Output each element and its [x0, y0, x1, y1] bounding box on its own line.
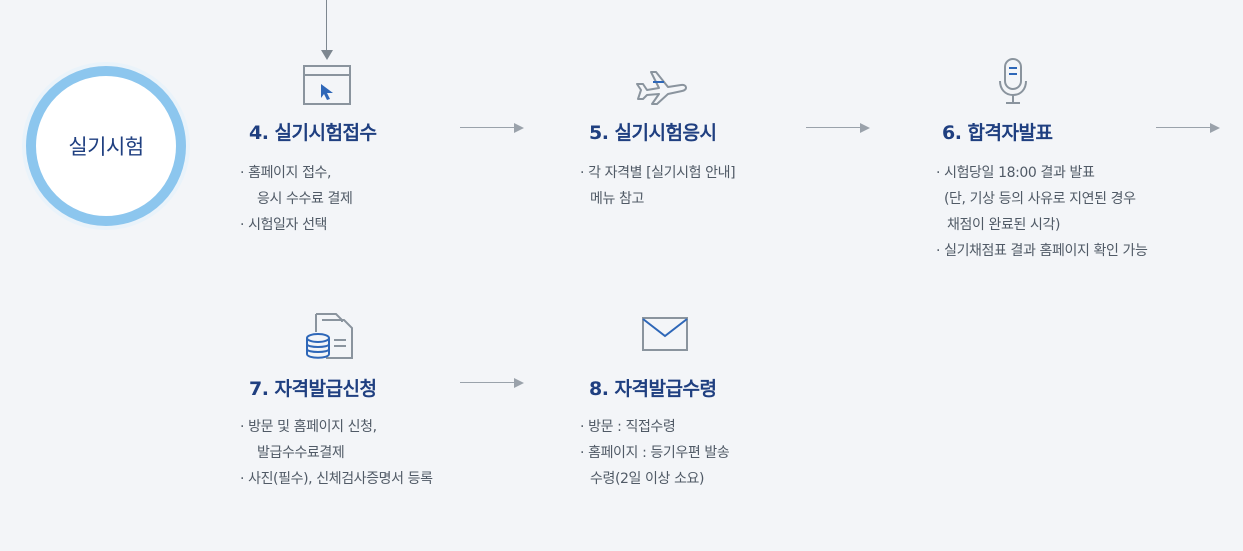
step-6-title: 6. 합격자발표: [942, 122, 1053, 144]
step-7-desc-line-1: · 방문 및 홈페이지 신청,: [240, 419, 377, 435]
calendar-pointer-icon: [303, 65, 351, 105]
incoming-connector-line: [326, 0, 327, 54]
arrow-5-to-6: [806, 122, 870, 134]
step-8-desc-line-2: · 홈페이지 : 등기우편 발송: [580, 445, 730, 461]
envelope-icon: [642, 317, 688, 351]
arrow-7-to-8: [460, 377, 524, 389]
step-7-description: · 방문 및 홈페이지 신청, 발급수수료결제 · 사진(필수), 신체검사증명…: [240, 414, 433, 492]
step-5-desc-line-2: 메뉴 참고: [590, 191, 644, 207]
step-4-description: · 홈페이지 접수, 응시 수수료 결제 · 시험일자 선택: [240, 160, 353, 238]
step-8-description: · 방문 : 직접수령 · 홈페이지 : 등기우편 발송 수령(2일 이상 소요…: [580, 414, 730, 492]
stage-circle: 실기시험: [26, 66, 186, 226]
step-5-desc-line-1: · 각 자격별 [실기시험 안내]: [580, 165, 736, 181]
airplane-icon: [636, 71, 687, 105]
step-8-desc-line-1: · 방문 : 직접수령: [580, 419, 676, 435]
step-4-desc-line-1: · 홈페이지 접수,: [240, 165, 332, 181]
step-5-title: 5. 실기시험응시: [589, 122, 717, 144]
arrow-6-next: [1156, 122, 1220, 134]
step-6-desc-line-4: · 실기채점표 결과 홈페이지 확인 가능: [936, 243, 1148, 259]
step-6-desc-line-1: · 시험당일 18:00 결과 발표: [936, 165, 1095, 181]
incoming-arrow-head: [321, 50, 333, 60]
step-4-title: 4. 실기시험접수: [249, 122, 377, 144]
step-6-desc-line-2: (단, 기상 등의 사유로 지연된 경우: [944, 191, 1136, 207]
step-4-desc-line-2: 응시 수수료 결제: [257, 191, 353, 207]
step-6-desc-line-3: 채점이 완료된 시각): [947, 217, 1061, 233]
database-document-icon: [306, 313, 353, 359]
step-4-desc-line-3: · 시험일자 선택: [240, 217, 328, 233]
arrow-4-to-5: [460, 122, 524, 134]
step-8-desc-line-3: 수령(2일 이상 소요): [590, 471, 705, 487]
step-7-desc-line-3: · 사진(필수), 신체검사증명서 등록: [240, 471, 433, 487]
step-7-title: 7. 자격발급신청: [249, 378, 377, 400]
step-5-description: · 각 자격별 [실기시험 안내] 메뉴 참고: [580, 160, 736, 212]
step-8-title: 8. 자격발급수령: [589, 378, 717, 400]
step-6-description: · 시험당일 18:00 결과 발표 (단, 기상 등의 사유로 지연된 경우 …: [936, 160, 1148, 264]
stage-circle-label: 실기시험: [68, 135, 144, 159]
microphone-icon: [999, 58, 1027, 104]
step-7-desc-line-2: 발급수수료결제: [257, 445, 345, 461]
